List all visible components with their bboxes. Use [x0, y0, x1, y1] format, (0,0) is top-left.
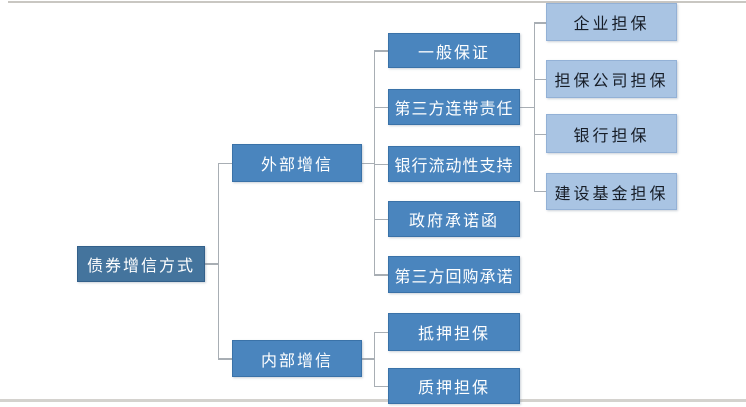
- connector-line: [374, 50, 388, 52]
- connector-line: [205, 263, 218, 265]
- connector-line: [374, 218, 388, 220]
- connector-line: [374, 331, 388, 333]
- connector-line: [218, 358, 232, 360]
- connector-line: [374, 106, 388, 108]
- node-construction-fund-guarantee: 建设基金担保: [546, 173, 677, 210]
- node-general-guarantee: 一般保证: [388, 33, 520, 68]
- connector-line: [534, 22, 546, 24]
- connector-line: [218, 162, 232, 164]
- node-external-enhancement: 外部增信: [232, 144, 362, 182]
- connector-line: [374, 274, 388, 276]
- connector-line: [374, 163, 388, 165]
- connector-line: [533, 22, 535, 191]
- connector-line: [373, 331, 375, 387]
- node-corporate-guarantee: 企业担保: [546, 3, 677, 41]
- connector-line: [520, 106, 534, 108]
- node-bank-guarantee: 银行担保: [546, 114, 677, 153]
- node-pledge-guarantee: 质押担保: [388, 368, 520, 404]
- connector-line: [373, 50, 375, 275]
- node-bank-liquidity-support: 银行流动性支持: [388, 146, 520, 182]
- node-bond-credit-enhancement: 债券增信方式: [77, 246, 205, 282]
- connector-line: [534, 78, 546, 80]
- connector-line: [362, 162, 374, 164]
- connector-line: [534, 133, 546, 135]
- connector-line: [534, 190, 546, 192]
- frame-border-top: [8, 1, 746, 3]
- node-internal-enhancement: 内部增信: [232, 340, 362, 377]
- connector-line: [374, 385, 388, 387]
- node-third-party-joint-liability: 第三方连带责任: [388, 89, 520, 125]
- node-guarantee-company-guarantee: 担保公司担保: [546, 60, 677, 98]
- node-mortgage-guarantee: 抵押担保: [388, 313, 520, 351]
- node-government-commitment-letter: 政府承诺函: [388, 201, 520, 237]
- connector-line: [217, 163, 219, 359]
- node-third-party-repurchase-commitment: 第三方回购承诺: [388, 256, 520, 293]
- connector-line: [362, 358, 374, 360]
- frame-border-bottom: [0, 399, 746, 402]
